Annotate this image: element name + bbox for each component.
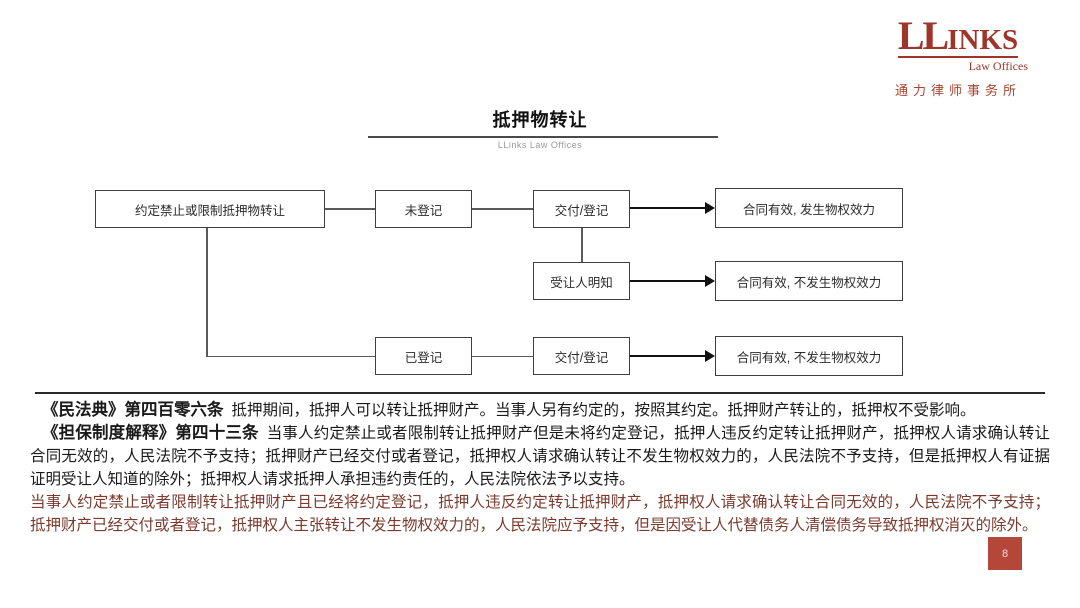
flow-box-result-valid-not-effective-mid: 合同有效, 不发生物权效力 — [715, 261, 903, 301]
page-title: 抵押物转让 — [492, 110, 588, 130]
arrow-c-d-shaft — [630, 207, 706, 209]
paragraph-guarantee-interpretation-43: 《担保制度解释》第四十三条当事人约定禁止或者限制转让抵押财产但是未将约定登记，抵… — [30, 422, 1050, 491]
connector-a-b — [325, 208, 375, 210]
logo-ll-text: LL — [897, 13, 949, 58]
arrow-e-f-head-icon — [705, 275, 715, 287]
flow-box-delivery-registration-bottom: 交付/登记 — [533, 337, 630, 375]
paragraph-civil-code-406: 《民法典》第四百零六条抵押期间，抵押人可以转让抵押财产。当事人另有约定的，按照其… — [30, 399, 1050, 422]
paragraph-body-guarantee: 当事人约定禁止或者限制转让抵押财产但是未将约定登记，抵押人违反约定转让抵押财产，… — [30, 425, 1050, 488]
flow-box-delivery-registration-top: 交付/登记 — [533, 190, 630, 228]
flow-box-not-registered: 未登记 — [375, 190, 472, 228]
flow-box-restriction-agreed: 约定禁止或限制抵押物转让 — [95, 190, 325, 228]
connector-a-g-horizontal — [206, 355, 375, 357]
connector-b-c — [472, 208, 533, 210]
connector-a-down-vertical — [206, 228, 208, 357]
llinks-logo: LLINKS Law Offices 通力律师事务所 — [888, 16, 1028, 99]
title-subtitle: LLinks Law Offices — [497, 140, 583, 150]
arrow-h-i-head-icon — [705, 350, 715, 362]
paragraph-heading-civil-code: 《民法典》第四百零六条 — [42, 401, 224, 419]
title-underline — [368, 136, 718, 138]
connector-c-e-vertical — [581, 228, 583, 262]
page-number-badge: 8 — [988, 537, 1022, 570]
arrow-h-i-shaft — [630, 355, 706, 357]
flow-box-registered: 已登记 — [375, 337, 472, 375]
connector-g-h — [472, 355, 533, 357]
paragraph-body-civil-code: 抵押期间，抵押人可以转让抵押财产。当事人另有约定的，按照其约定。抵押财产转让的，… — [231, 402, 976, 419]
paragraph-registered-agreement-rule: 当事人约定禁止或者限制转让抵押财产且已经将约定登记，抵押人违反约定转让抵押财产，… — [30, 491, 1050, 537]
flow-box-result-valid-not-effective-bottom: 合同有效, 不发生物权效力 — [715, 336, 903, 376]
paragraph-heading-guarantee: 《担保制度解释》第四十三条 — [42, 424, 259, 442]
llinks-logo-wordmark: LLINKS — [897, 13, 1019, 58]
arrow-e-f-shaft — [630, 280, 706, 282]
logo-chinese-name: 通力律师事务所 — [894, 83, 1021, 98]
arrow-c-d-head-icon — [705, 202, 715, 214]
logo-law-offices-text: Law Offices — [968, 59, 1028, 73]
section-divider — [35, 392, 1045, 394]
paragraph-body-registered-rule: 当事人约定禁止或者限制转让抵押财产且已经将约定登记，抵押人违反约定转让抵押财产，… — [30, 494, 1050, 534]
flow-box-transferee-aware: 受让人明知 — [533, 262, 630, 300]
logo-inks-text: INKS — [947, 24, 1019, 56]
legal-text-block: 《民法典》第四百零六条抵押期间，抵押人可以转让抵押财产。当事人另有约定的，按照其… — [30, 399, 1050, 537]
flow-box-result-valid-effective: 合同有效, 发生物权效力 — [715, 188, 903, 228]
